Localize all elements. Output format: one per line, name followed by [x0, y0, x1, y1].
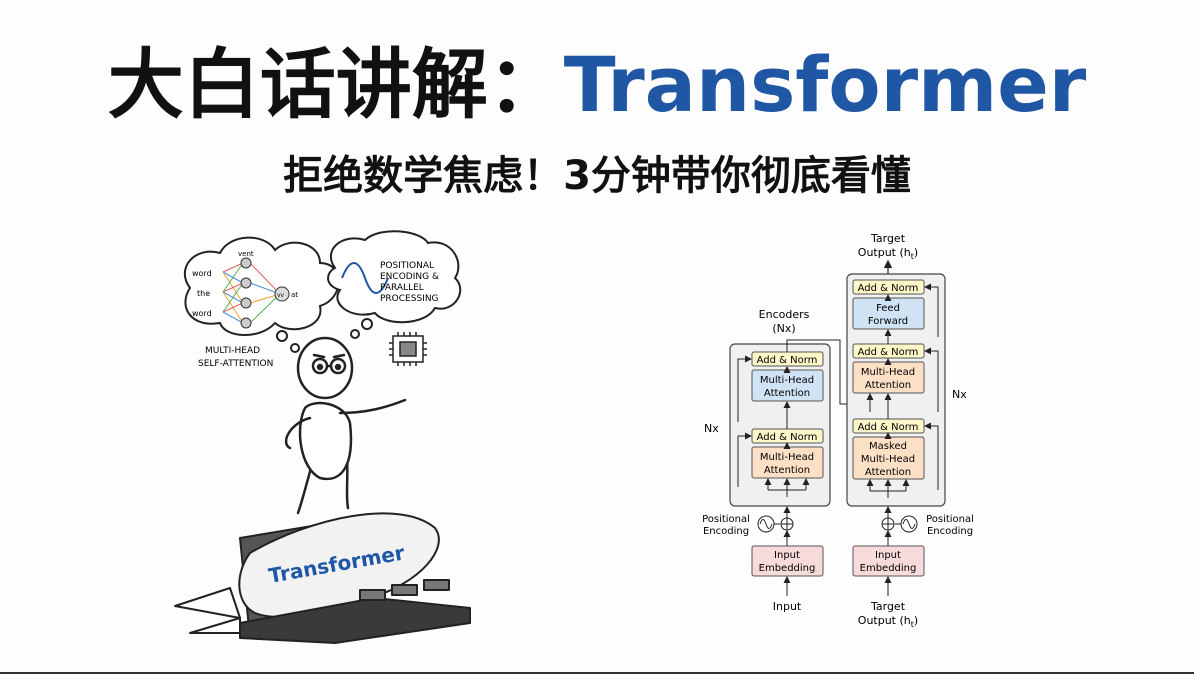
plus-symbol-right — [881, 517, 895, 531]
target-output-bottom-line2: Output (ht) — [858, 614, 918, 629]
thought-word-3: word — [192, 309, 212, 318]
decoder-masked-line2: Multi-Head — [861, 454, 915, 465]
encoder-add-norm-mid-label: Add & Norm — [757, 432, 818, 443]
input-embedding-left-line2: Embedding — [759, 563, 816, 574]
thought-top-word: vent — [238, 250, 254, 258]
encoders-label-line1: Encoders — [759, 308, 810, 321]
thought-encoding: ENCODING & — [380, 272, 439, 282]
decoder-ff-line1: Feed — [876, 303, 900, 314]
stick-figure — [284, 336, 407, 515]
pos-enc-right-line1: Positional — [926, 514, 974, 525]
title-accent: Transformer — [563, 40, 1087, 129]
bottom-divider — [0, 672, 1194, 674]
decoder-add-norm-mid-label: Add & Norm — [858, 347, 919, 358]
thought-word-1: word — [192, 269, 212, 278]
target-output-top-line1: Target — [870, 232, 906, 245]
rocket — [174, 512, 471, 644]
input-label: Input — [773, 600, 802, 613]
target-output-bottom-line1: Target — [870, 600, 906, 613]
thought-parallel: PARALLEL — [380, 283, 424, 293]
sine-wave-icon — [341, 262, 389, 294]
target-output-top-line2: Output (ht) — [858, 246, 918, 261]
input-embedding-right-line1: Input — [875, 550, 901, 561]
nx-right-label: Nx — [952, 388, 967, 401]
decoder-mha-line1: Multi-Head — [861, 367, 915, 378]
decoder-add-norm-top-label: Add & Norm — [858, 283, 919, 294]
input-embedding-right-line2: Embedding — [860, 563, 917, 574]
decoder-add-norm-bottom-label: Add & Norm — [858, 422, 919, 433]
caption-self-attention: SELF-ATTENTION — [198, 359, 273, 369]
title-chinese: 大白话讲解： — [107, 40, 564, 129]
encoder-mha-line2: Attention — [764, 388, 810, 399]
encoder-attention-line1: Multi-Head — [760, 452, 814, 463]
attention-network — [222, 257, 290, 329]
page-subtitle: 拒绝数学焦虑！3分钟带你彻底看懂 — [283, 153, 911, 199]
decoder-mha-line2: Attention — [865, 380, 911, 391]
pos-enc-left-line1: Positional — [702, 514, 750, 525]
pos-enc-left-line2: Encoding — [703, 526, 749, 537]
caption-multi-head: MULTI-HEAD — [205, 346, 260, 356]
decoder-masked-line1: Masked — [869, 441, 907, 452]
encoder-attention-line2: Attention — [764, 465, 810, 476]
thought-out-word: at — [291, 291, 298, 299]
encoder-mha-line1: Multi-Head — [760, 375, 814, 386]
encoder-add-norm-top-label: Add & Norm — [757, 355, 818, 366]
thought-positional: POSITIONAL — [380, 261, 434, 271]
thought-word-2: the — [197, 289, 210, 298]
transformer-cartoon-illustration: word the word vent vv at MULTI-HEAD SELF… — [174, 230, 471, 644]
thought-out-node: vv — [277, 292, 285, 299]
page-title: 大白话讲解：Transformer — [0, 30, 1194, 140]
encoder-stack — [729, 343, 831, 507]
nx-left-label: Nx — [704, 422, 719, 435]
positional-thought-cloud — [327, 230, 462, 339]
chip-icon — [389, 332, 427, 366]
transformer-architecture-diagram: Target Output (ht) Encoders (Nx) Add & N… — [702, 232, 974, 629]
encoders-label-line2: (Nx) — [772, 322, 795, 335]
input-embedding-left-line1: Input — [774, 550, 800, 561]
decoder-ff-line2: Forward — [868, 316, 908, 327]
sine-symbol-right — [900, 515, 918, 533]
thought-processing: PROCESSING — [380, 294, 439, 304]
pos-enc-right-line2: Encoding — [927, 526, 973, 537]
sine-symbol-left — [757, 515, 775, 533]
plus-symbol-left — [780, 517, 794, 531]
decoder-masked-line3: Attention — [865, 467, 911, 478]
